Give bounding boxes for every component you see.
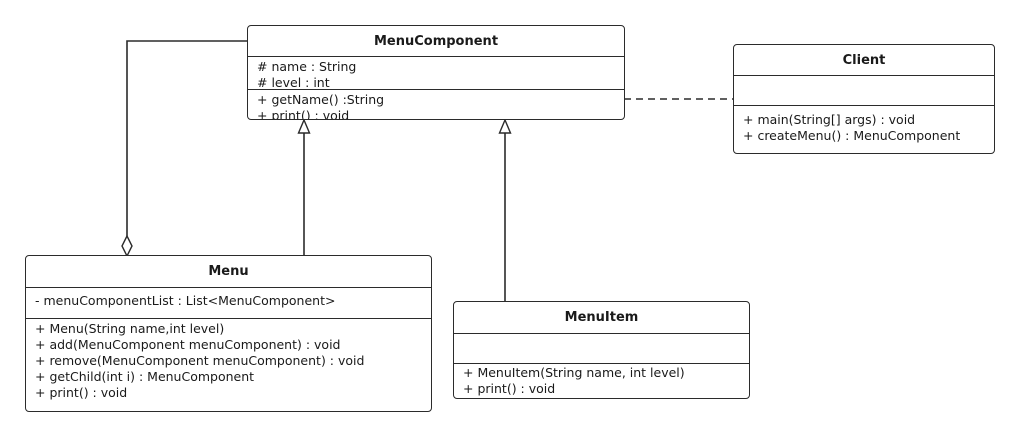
class-name: Menu — [26, 256, 431, 288]
attributes-section — [734, 76, 994, 105]
generalization-menu-menucomponent — [297, 118, 311, 255]
generalization-arrowhead — [498, 118, 512, 134]
class-client[interactable]: Client + main(String[] args) : void + cr… — [733, 44, 995, 154]
operations-section: + Menu(String name,int level) + add(Menu… — [26, 318, 431, 401]
attributes-section: - menuComponentList : List<MenuComponent… — [26, 288, 431, 318]
attribute: # name : String — [257, 59, 357, 74]
operation: + getChild(int i) : MenuComponent — [35, 369, 255, 384]
operation: + remove(MenuComponent menuComponent) : … — [35, 353, 365, 368]
attribute: # level : int — [257, 75, 330, 90]
operation: + getName() :String — [257, 92, 385, 107]
operation: + print() : void — [35, 385, 128, 400]
attributes-section — [454, 334, 749, 363]
attribute: - menuComponentList : List<MenuComponent… — [35, 293, 336, 308]
operation: + add(MenuComponent menuComponent) : voi… — [35, 337, 341, 352]
class-menuitem[interactable]: MenuItem + MenuItem(String name, int lev… — [453, 301, 750, 399]
class-name: MenuComponent — [248, 26, 624, 57]
operation: + createMenu() : MenuComponent — [743, 128, 961, 143]
aggregation-menu-menucomponent — [121, 40, 247, 258]
operation: + main(String[] args) : void — [743, 112, 916, 127]
operations-section: + main(String[] args) : void + createMen… — [734, 105, 994, 144]
class-menu[interactable]: Menu - menuComponentList : List<MenuComp… — [25, 255, 432, 412]
attributes-section: # name : String # level : int — [248, 57, 624, 90]
operation: + MenuItem(String name, int level) — [463, 365, 685, 380]
operation: + print() : void — [257, 108, 350, 120]
operation: + Menu(String name,int level) — [35, 321, 225, 336]
operation: + print() : void — [463, 381, 556, 396]
class-menucomponent[interactable]: MenuComponent # name : String # level : … — [247, 25, 625, 120]
class-name: Client — [734, 45, 994, 76]
operations-section: + getName() :String + print() : void — [248, 89, 624, 120]
operations-section: + MenuItem(String name, int level) + pri… — [454, 363, 749, 397]
class-name: MenuItem — [454, 302, 749, 334]
aggregation-diamond — [121, 234, 133, 258]
generalization-arrowhead — [297, 118, 311, 134]
generalization-menuitem-menucomponent — [498, 118, 512, 301]
